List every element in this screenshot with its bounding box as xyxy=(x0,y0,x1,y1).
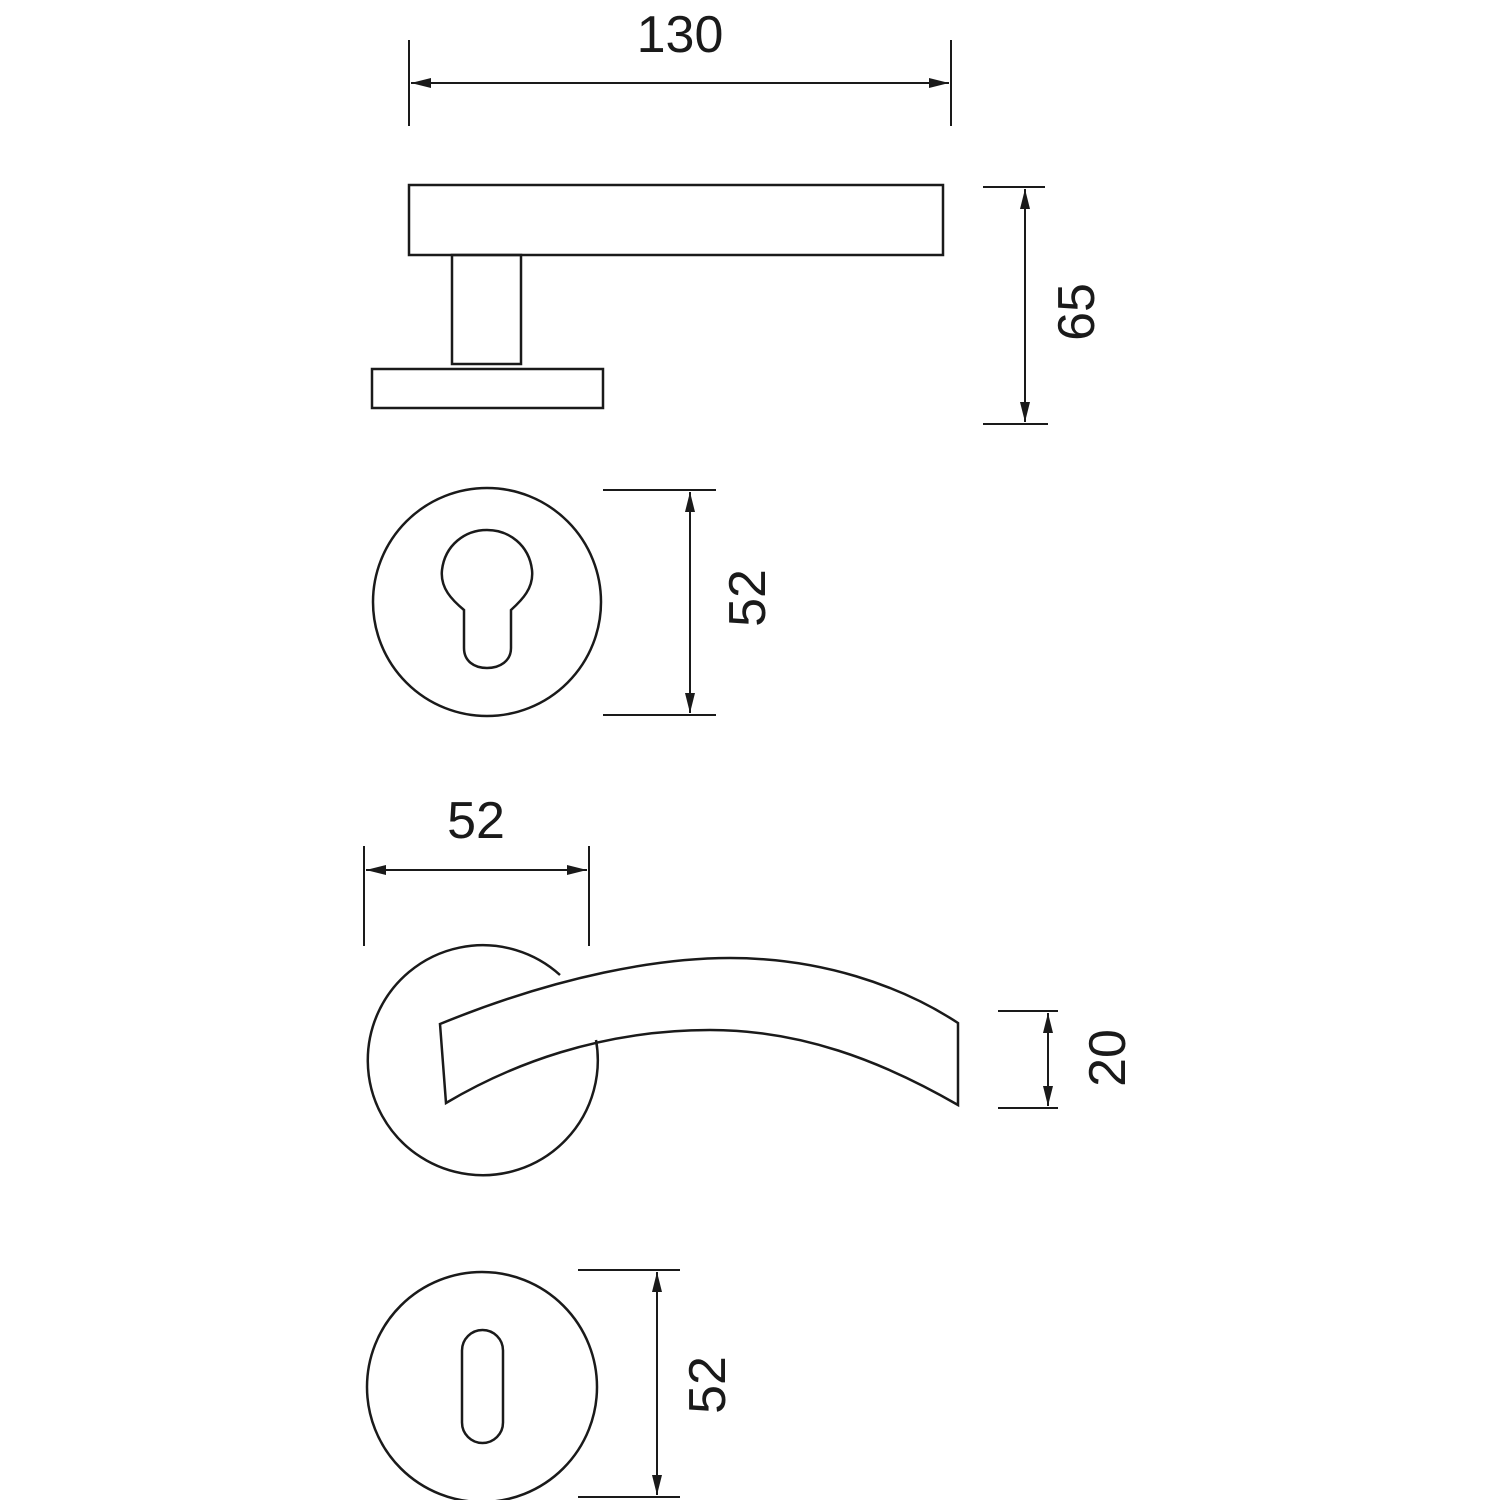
dimension-label: 52 xyxy=(447,792,505,850)
dimension-label: 52 xyxy=(719,569,777,627)
handle-side-view xyxy=(370,183,945,410)
dimension-52-cylinder: 52 xyxy=(603,489,777,716)
cylinder-rose xyxy=(371,486,603,718)
dimension-label: 130 xyxy=(637,6,724,64)
lever-front-view xyxy=(366,944,960,1177)
cylinder-keyhole xyxy=(440,528,534,670)
dimension-65: 65 xyxy=(983,186,1106,425)
key-slot xyxy=(460,1328,505,1445)
lever-handle xyxy=(438,956,960,1108)
handle-base xyxy=(370,367,605,410)
dimension-20: 20 xyxy=(998,1010,1137,1109)
dimension-52-key: 52 xyxy=(578,1269,737,1498)
key-rose xyxy=(365,1270,599,1500)
dimension-52-lever: 52 xyxy=(363,792,590,946)
handle-bar xyxy=(407,183,945,257)
lever-rose xyxy=(366,944,600,1177)
handle-stem xyxy=(450,253,523,366)
dimension-130: 130 xyxy=(408,6,952,126)
dimension-label: 20 xyxy=(1079,1029,1137,1087)
dimension-label: 52 xyxy=(679,1356,737,1414)
dimension-label: 65 xyxy=(1048,283,1106,341)
